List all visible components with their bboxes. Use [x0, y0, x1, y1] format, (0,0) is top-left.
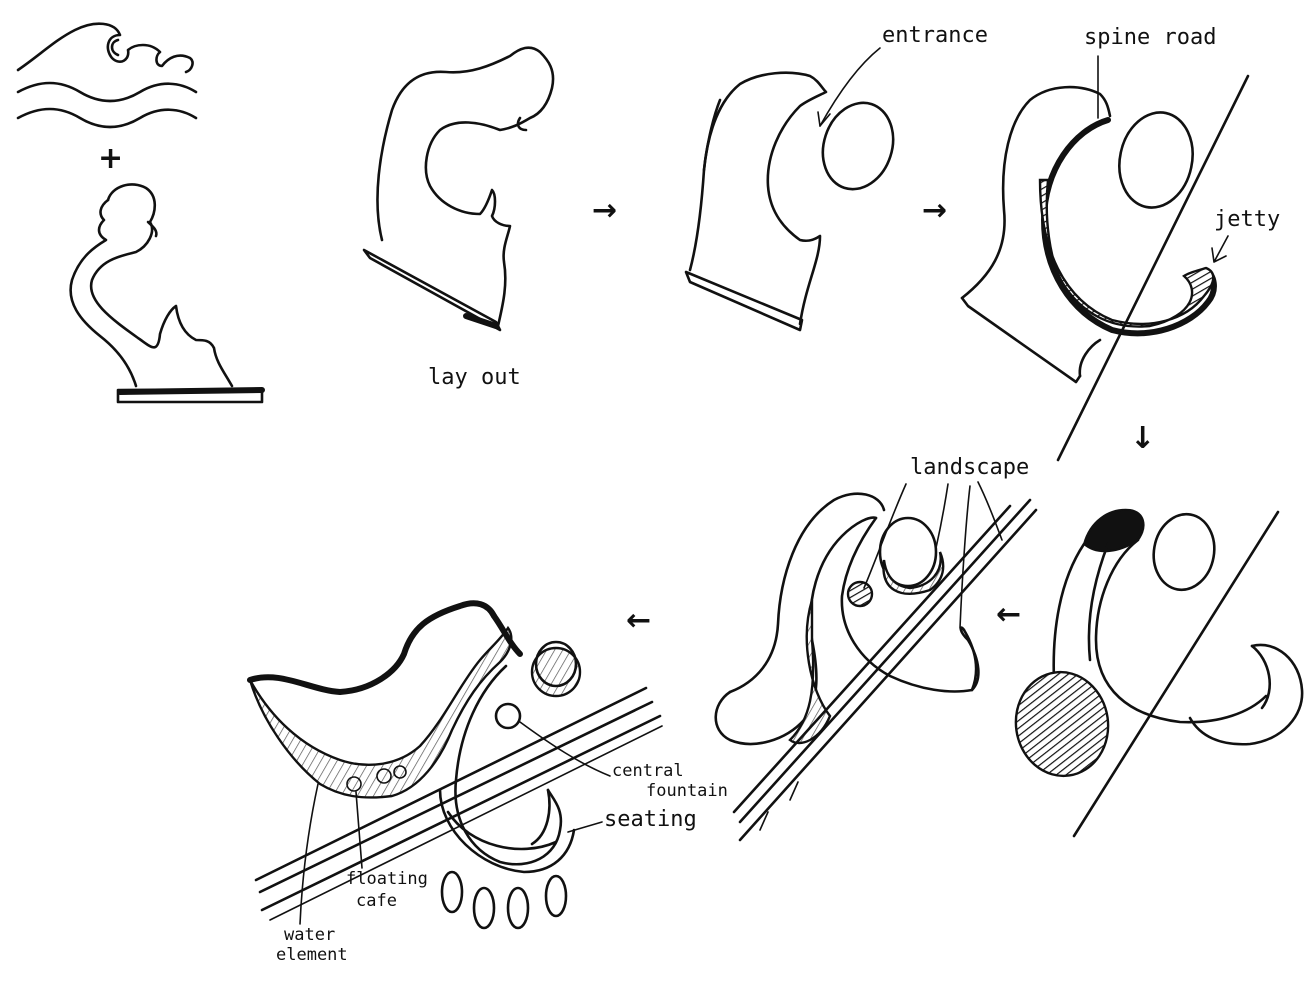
seating-label: seating [604, 807, 697, 832]
entrance-label: entrance [882, 23, 988, 48]
layout-sketch: lay out [362, 46, 555, 390]
landscape-label: landscape [910, 455, 1029, 480]
massing-sketch-right [1014, 508, 1304, 838]
wave-sketch [16, 22, 198, 129]
central-fountain-label-line1: central [612, 761, 684, 781]
jetty-label: jetty [1214, 207, 1280, 232]
arrow-left-1: ← [996, 597, 1021, 632]
water-element-label-line2: element [276, 945, 348, 965]
layout-label: lay out [428, 365, 521, 390]
landscape-sketch: landscape [714, 455, 1038, 842]
floating-cafe-label-line1: floating [346, 869, 428, 889]
arrow-left-2: ← [626, 603, 651, 638]
water-element-label-line1: water [284, 925, 335, 945]
arrow-down: ↓ [1130, 421, 1155, 456]
spine-road-sketch: spine road jetty [960, 25, 1280, 462]
central-fountain-label-line2: fountain [646, 781, 728, 801]
arrow-right-1: → [592, 193, 617, 228]
figure-sketch [69, 183, 265, 404]
floating-cafe-label-line2: cafe [356, 891, 397, 911]
final-perspective-sketch: central fountain seating floating cafe w… [247, 600, 728, 965]
plus-sign: + [98, 141, 123, 176]
spine-road-label: spine road [1084, 25, 1216, 50]
arrow-right-2: → [922, 193, 947, 228]
entrance-sketch: entrance [684, 23, 988, 332]
